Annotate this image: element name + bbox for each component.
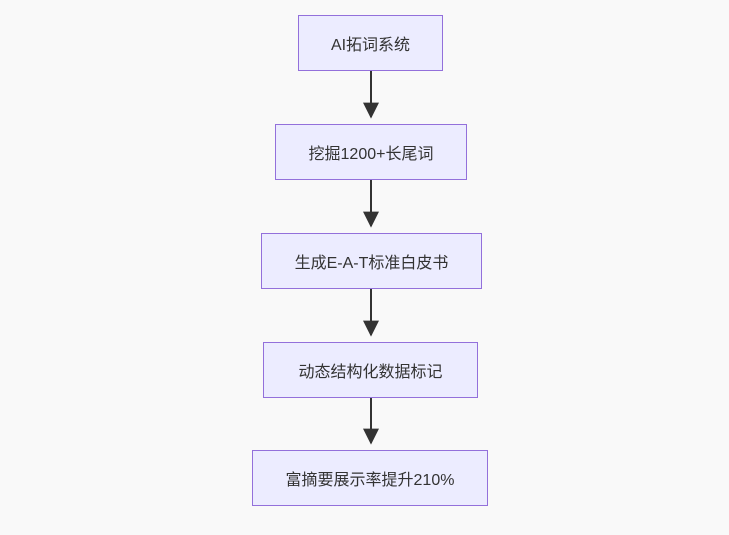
flow-node-label: AI拓词系统 [330, 37, 411, 54]
flow-node-rich-snippet-rate-increase: 富摘要展示率提升210% [252, 450, 488, 506]
flow-node-generate-eat-whitepaper: 生成E-A-T标准白皮书 [261, 233, 482, 289]
flow-node-ai-word-expansion-system: AI拓词系统 [298, 15, 443, 71]
flow-node-mine-longtail-keywords: 挖掘1200+长尾词 [275, 124, 467, 180]
flow-node-label: 生成E-A-T标准白皮书 [294, 255, 449, 272]
flow-node-dynamic-structured-data-markup: 动态结构化数据标记 [263, 342, 478, 398]
flow-node-label: 动态结构化数据标记 [298, 364, 443, 381]
flow-node-label: 挖掘1200+长尾词 [308, 146, 434, 163]
flow-node-label: 富摘要展示率提升210% [285, 472, 455, 489]
